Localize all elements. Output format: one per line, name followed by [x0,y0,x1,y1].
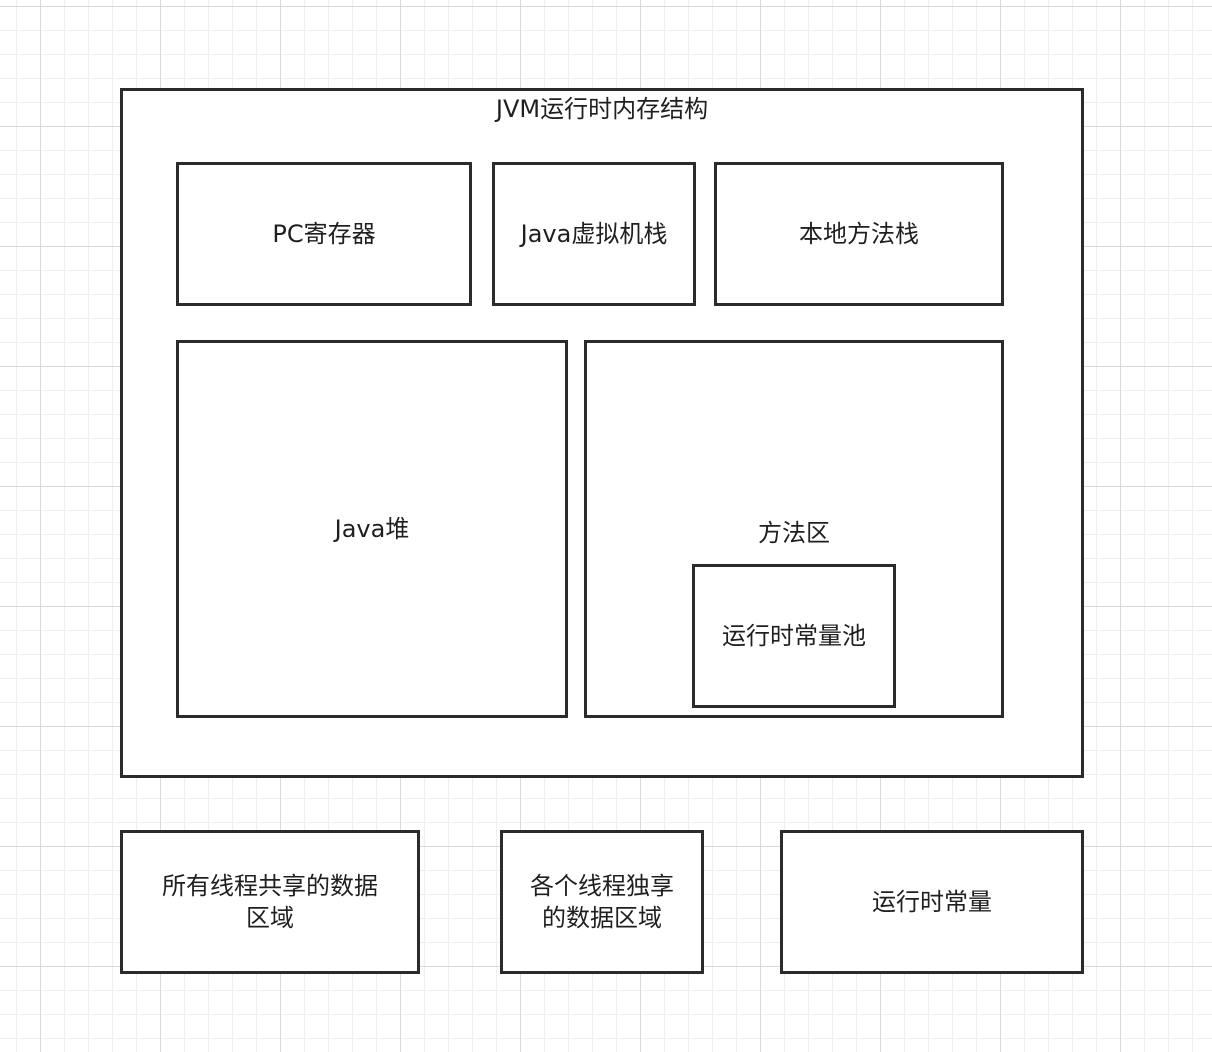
method-area-label: 方法区 [758,519,830,547]
java-heap-box: Java堆 [176,340,568,718]
java-heap-label: Java堆 [334,515,410,543]
legend-private-label: 各个线程独享 的数据区域 [530,872,674,932]
legend-private-data-area: 各个线程独享 的数据区域 [500,830,704,974]
pc-register-box: PC寄存器 [176,162,472,306]
legend-shared-label: 所有线程共享的数据 区域 [162,872,378,932]
java-vm-stack-box: Java虚拟机栈 [492,162,696,306]
runtime-constant-pool-box: 运行时常量池 [692,564,896,708]
legend-runtime-constant-label: 运行时常量 [872,888,992,916]
native-method-stack-label: 本地方法栈 [799,220,919,248]
diagram-title: JVM运行时内存结构 [495,95,709,123]
legend-runtime-constant: 运行时常量 [780,830,1084,974]
java-vm-stack-label: Java虚拟机栈 [520,220,668,248]
runtime-constant-pool-label: 运行时常量池 [722,622,866,650]
pc-register-label: PC寄存器 [272,220,376,248]
legend-shared-data-area: 所有线程共享的数据 区域 [120,830,420,974]
native-method-stack-box: 本地方法栈 [714,162,1004,306]
